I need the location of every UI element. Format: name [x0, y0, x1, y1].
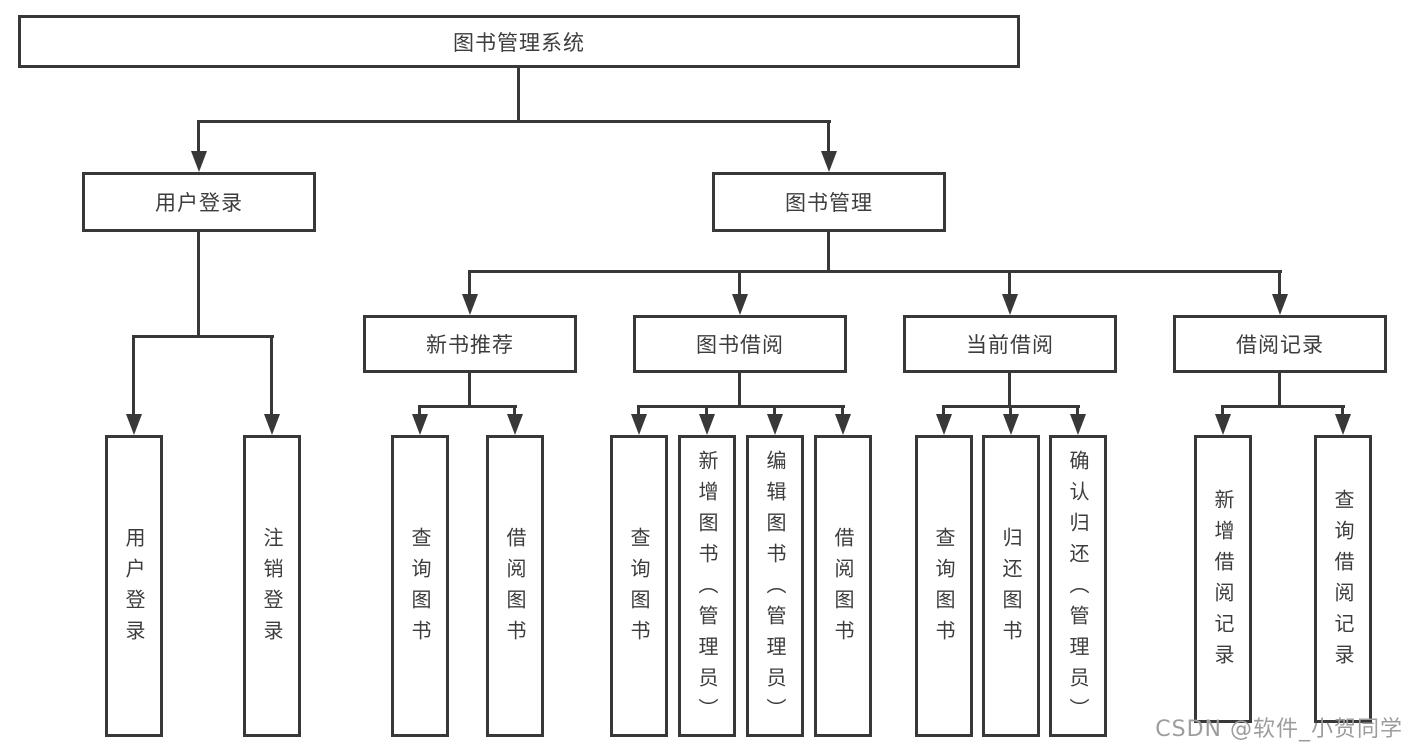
connector-records-rail: [1221, 405, 1345, 408]
node-leaf-logout: 注销登录: [243, 435, 301, 737]
node-leaf-query-books-recommend: 查询图书: [391, 435, 449, 737]
node-leaf-confirm-return-admin: 确认归还（管理员）: [1049, 435, 1107, 737]
node-leaf-query-books-current: 查询图书: [915, 435, 973, 737]
arrow-down-icon: [699, 414, 715, 435]
arrow-down-icon: [835, 414, 851, 435]
connector-line: [1008, 270, 1011, 296]
node-leaf-add-books-admin: 新增图书（管理员）: [678, 435, 736, 737]
node-new-book-recommend: 新书推荐: [363, 315, 577, 373]
node-leaf-return-books: 归还图书: [982, 435, 1040, 737]
connector-line: [1221, 405, 1224, 417]
node-borrow-records: 借阅记录: [1173, 315, 1387, 373]
node-book-management: 图书管理: [712, 172, 946, 232]
node-current-borrow: 当前借阅: [903, 315, 1117, 373]
connector-line: [841, 405, 844, 417]
connector-borrow-stem: [738, 373, 741, 405]
node-leaf-user-login: 用户登录: [105, 435, 163, 737]
arrow-down-icon: [507, 414, 523, 435]
connector-line: [1278, 270, 1281, 296]
node-leaf-borrow-books-recommend: 借阅图书: [486, 435, 544, 737]
connector-line: [197, 120, 200, 153]
arrow-down-icon: [1272, 294, 1288, 315]
connector-user-login-stem: [197, 232, 200, 335]
connector-line: [1341, 405, 1344, 417]
connector-line: [738, 270, 741, 296]
arrow-down-icon: [412, 414, 428, 435]
arrow-down-icon: [264, 414, 280, 435]
connector-root-stem: [517, 68, 520, 120]
node-leaf-query-books-borrow: 查询图书: [610, 435, 668, 737]
connector-current-stem: [1008, 373, 1011, 405]
connector-line: [942, 405, 945, 417]
connector-line: [513, 405, 516, 417]
connector-line: [705, 405, 708, 417]
arrow-down-icon: [191, 151, 207, 172]
arrow-down-icon: [631, 414, 647, 435]
arrow-down-icon: [126, 414, 142, 435]
node-leaf-add-borrow-record: 新增借阅记录: [1194, 435, 1252, 723]
connector-line: [418, 405, 421, 417]
node-leaf-edit-books-admin: 编辑图书（管理员）: [746, 435, 804, 737]
arrow-down-icon: [1002, 294, 1018, 315]
connector-line: [1009, 405, 1012, 417]
arrow-down-icon: [462, 294, 478, 315]
connector-line: [468, 270, 471, 296]
connector-line: [637, 405, 640, 417]
arrow-down-icon: [1003, 414, 1019, 435]
watermark: CSDN @软件_小贺同学: [1155, 717, 1403, 742]
arrow-down-icon: [732, 294, 748, 315]
connector-line: [132, 335, 135, 417]
arrow-down-icon: [1335, 414, 1351, 435]
connector-recommend-stem: [468, 373, 471, 405]
arrow-down-icon: [1215, 414, 1231, 435]
node-book-borrow: 图书借阅: [633, 315, 847, 373]
node-root-system: 图书管理系统: [18, 15, 1020, 68]
connector-line: [827, 120, 830, 153]
arrow-down-icon: [936, 414, 952, 435]
arrow-down-icon: [767, 414, 783, 435]
connector-line: [773, 405, 776, 417]
arrow-down-icon: [821, 151, 837, 172]
connector-line: [270, 335, 273, 417]
connector-user-login-rail: [132, 335, 274, 338]
connector-root-rail: [197, 120, 831, 123]
connector-recommend-rail: [418, 405, 517, 408]
node-leaf-borrow-books: 借阅图书: [814, 435, 872, 737]
node-user-login: 用户登录: [82, 172, 316, 232]
connector-records-stem: [1278, 373, 1281, 405]
node-leaf-query-borrow-record: 查询借阅记录: [1314, 435, 1372, 723]
arrow-down-icon: [1070, 414, 1086, 435]
connector-borrow-rail: [637, 405, 845, 408]
connector-line: [1076, 405, 1079, 417]
connector-book-mgmt-stem: [827, 232, 830, 270]
connector-book-mgmt-rail: [468, 270, 1282, 273]
